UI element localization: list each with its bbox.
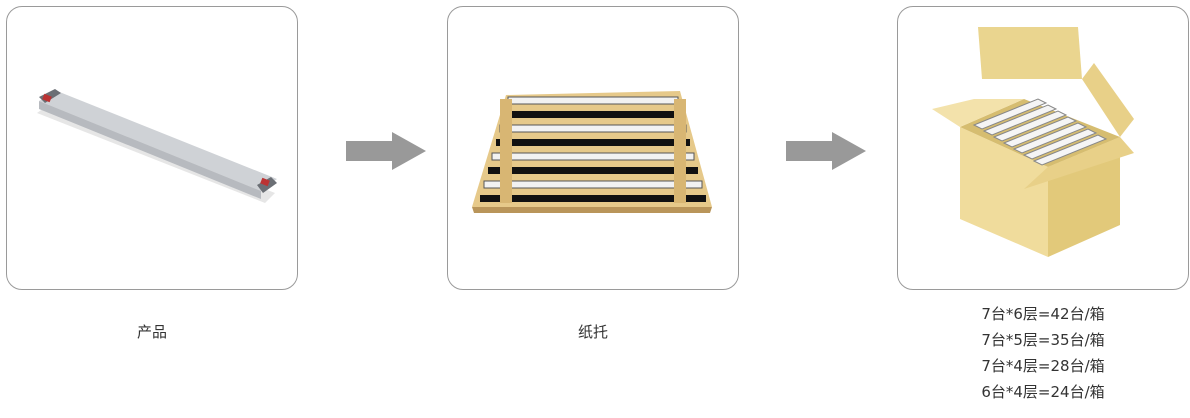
flow-arrow [786, 132, 866, 170]
product-caption: 产品 [136, 323, 167, 341]
packing-spec-line: 7台*6层=42台/箱 [981, 305, 1105, 323]
tray-caption: 纸托 [577, 323, 608, 341]
carton-card [897, 6, 1189, 290]
flow-arrow [346, 132, 426, 170]
packing-spec-line: 7台*5层=35台/箱 [981, 331, 1105, 349]
tray-card [447, 6, 739, 290]
product-card [6, 6, 298, 290]
packing-spec-line: 7台*4层=28台/箱 [981, 357, 1105, 375]
paper-tray-image [472, 91, 712, 213]
packing-spec-list: 7台*6层=42台/箱 7台*5层=35台/箱 7台*4层=28台/箱 6台*4… [897, 301, 1189, 405]
led-driver-image [37, 89, 277, 203]
carton-box-image [932, 27, 1134, 257]
packing-spec-line: 6台*4层=24台/箱 [981, 383, 1105, 401]
